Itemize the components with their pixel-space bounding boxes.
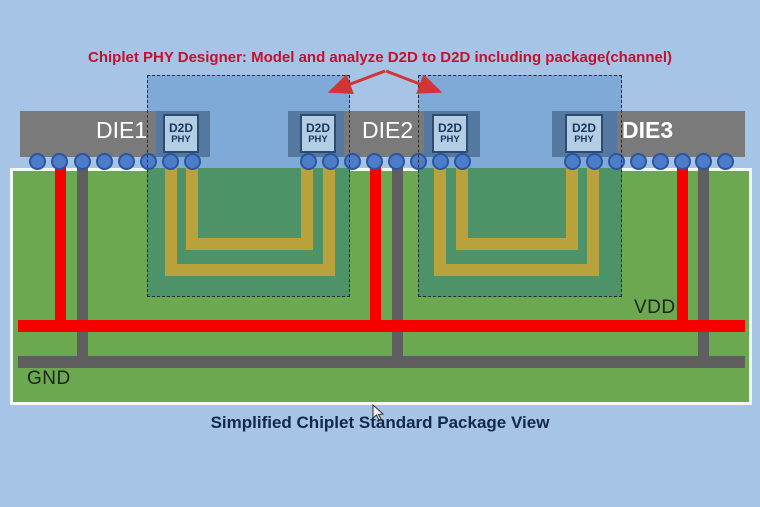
bump bbox=[322, 153, 339, 170]
bump bbox=[344, 153, 361, 170]
bump bbox=[630, 153, 647, 170]
phy-label-line1: D2D bbox=[305, 121, 330, 136]
bump bbox=[162, 153, 179, 170]
die1-d2d-phy: D2D PHY bbox=[163, 114, 199, 153]
die2-left-d2d-phy: D2D PHY bbox=[300, 114, 336, 153]
bump bbox=[410, 153, 427, 170]
diagram-caption: Simplified Chiplet Standard Package View bbox=[210, 413, 550, 432]
phy-label-line1: D2D bbox=[571, 121, 596, 136]
gnd-via-die3 bbox=[698, 166, 709, 368]
vdd-via-die3 bbox=[677, 166, 688, 332]
phy-label-line2: PHY bbox=[440, 133, 460, 145]
bump bbox=[454, 153, 471, 170]
gnd-rail bbox=[18, 356, 745, 368]
bump bbox=[74, 153, 91, 170]
bump bbox=[652, 153, 669, 170]
bump bbox=[140, 153, 157, 170]
phy-label-line2: PHY bbox=[308, 133, 328, 145]
bump bbox=[586, 153, 603, 170]
bump bbox=[717, 153, 734, 170]
phy-label-line2: PHY bbox=[171, 133, 191, 145]
die3-label: DIE3 bbox=[622, 117, 674, 143]
phy-label-line1: D2D bbox=[437, 121, 462, 136]
vdd-label: VDD bbox=[634, 297, 676, 318]
channel1-trace-inner bbox=[186, 168, 313, 250]
die1-label: DIE1 bbox=[96, 117, 148, 143]
bump bbox=[564, 153, 581, 170]
bump bbox=[118, 153, 135, 170]
package-substrate bbox=[10, 168, 752, 405]
phy-label-line2: PHY bbox=[574, 133, 594, 145]
bump bbox=[674, 153, 691, 170]
vdd-via-die2 bbox=[370, 166, 381, 332]
vdd-via-die1 bbox=[55, 166, 66, 332]
bump bbox=[51, 153, 68, 170]
channel2-trace-outer bbox=[434, 168, 599, 276]
die2-right-d2d-phy: D2D PHY bbox=[432, 114, 468, 153]
die3-d2d-phy: D2D PHY bbox=[565, 114, 603, 153]
bump bbox=[366, 153, 383, 170]
phy-label-line1: D2D bbox=[168, 121, 193, 136]
bump bbox=[300, 153, 317, 170]
channel1-trace-outer bbox=[165, 168, 335, 276]
vdd-rail bbox=[18, 320, 745, 332]
bump bbox=[608, 153, 625, 170]
bump bbox=[432, 153, 449, 170]
die2-label: DIE2 bbox=[362, 117, 414, 143]
bump bbox=[29, 153, 46, 170]
bump bbox=[96, 153, 113, 170]
bump bbox=[695, 153, 712, 170]
bump bbox=[388, 153, 405, 170]
gnd-label: GND bbox=[27, 368, 71, 389]
gnd-via-die2 bbox=[392, 166, 403, 368]
diagram-title: Chiplet PHY Designer: Model and analyze … bbox=[88, 49, 672, 66]
gnd-via-die1 bbox=[77, 166, 88, 368]
bump bbox=[184, 153, 201, 170]
channel2-trace-inner bbox=[456, 168, 578, 250]
